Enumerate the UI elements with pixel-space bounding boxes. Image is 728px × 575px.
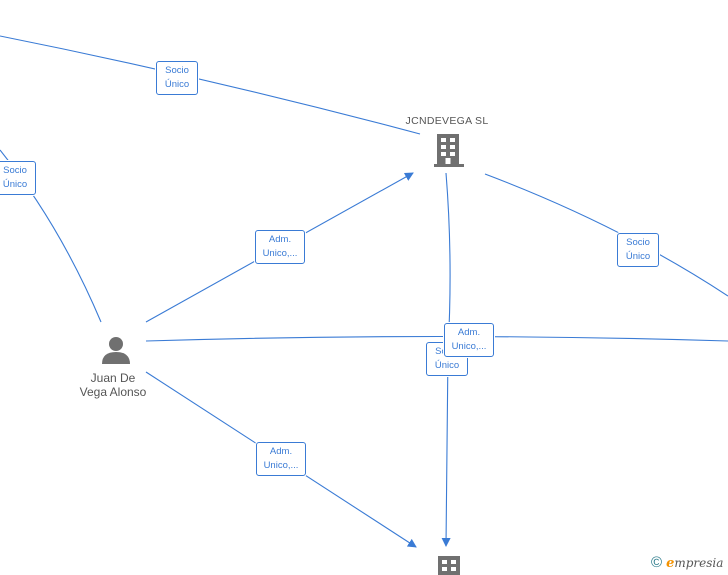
edge-label-line: Único (164, 79, 190, 90)
person-name-line2: Vega Alonso (79, 385, 147, 399)
edge-label-line: Unico,... (262, 248, 298, 259)
person-name-line1: Juan De (90, 371, 136, 385)
edge-label-line: Único (2, 179, 28, 190)
person-label[interactable]: Juan De Vega Alonso (62, 371, 164, 399)
edge-label-line: Único (434, 360, 460, 371)
edge-label-top-right-socio[interactable]: Socio Único (617, 233, 659, 267)
building-icon[interactable] (434, 554, 464, 575)
edge-label-person-to-top-adm[interactable]: Adm. Unico,... (255, 230, 305, 264)
empresia-watermark: ©empresia (651, 554, 723, 571)
edge-label-line: Unico,... (263, 460, 299, 471)
company-top-label[interactable]: JCNDEVEGA SL (396, 114, 498, 128)
edge-label-person-to-bottom-adm[interactable]: Adm. Unico,... (256, 442, 306, 476)
edge-label-line: Adm. (269, 446, 293, 457)
edge-label-line: Socio (3, 165, 27, 176)
copyright-icon: © (651, 554, 663, 571)
edge-label-line: Unico,... (451, 341, 487, 352)
edge-label-line: Socio (626, 237, 650, 248)
edge-label-top-left-socio[interactable]: Socio Único (156, 61, 198, 95)
building-icon[interactable] (432, 132, 466, 168)
edge-label-line: Único (625, 251, 651, 262)
edge-label-left-socio[interactable]: Socio Único (0, 161, 36, 195)
edge-top-right-socio (484, 173, 728, 297)
brand-initial: e (666, 556, 675, 571)
brand-name: mpresia (674, 556, 724, 570)
company-top-name: JCNDEVEGA SL (405, 115, 489, 127)
edge-label-line: Socio (165, 65, 189, 76)
edge-top-left-socio (0, 35, 421, 135)
edge-center-adm (145, 335, 728, 342)
edge-label-line: Adm. (268, 234, 292, 245)
person-icon[interactable] (100, 334, 132, 366)
edge-label-center-adm[interactable]: Adm. Unico,... (444, 323, 494, 357)
edge-label-line: Adm. (457, 327, 481, 338)
